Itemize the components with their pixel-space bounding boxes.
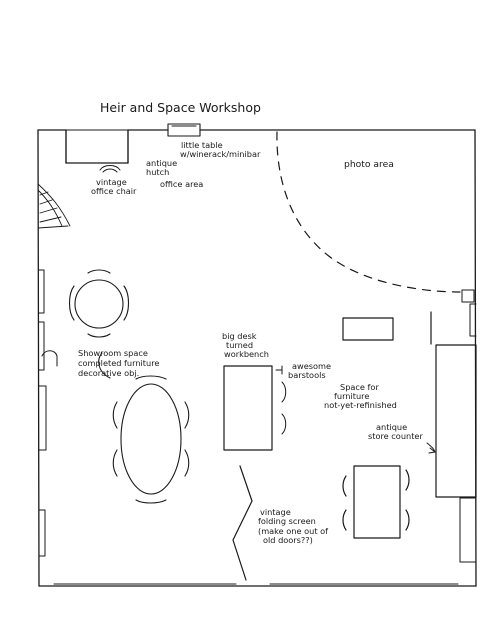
oval-table [112, 375, 190, 504]
east-windows [459, 303, 477, 563]
unfinished-space-label: Space for furniture not-yet-refinished [324, 382, 397, 410]
arrow-icons [98, 352, 436, 454]
photo-area-label: photo area [344, 159, 394, 170]
staircase-icon [37, 183, 71, 229]
folding-screen-label: vintage folding screen (make one out of … [258, 507, 331, 545]
photo-area-boundary [276, 131, 461, 293]
antique-hutch [65, 129, 129, 164]
little-table [167, 123, 201, 137]
small-bench [342, 317, 394, 341]
round-table [68, 269, 130, 338]
store-counter [430, 311, 477, 498]
workbench-label: big desk turned workbench [222, 331, 269, 359]
plan-title: Heir and Space Workshop [100, 100, 261, 115]
showroom-label: Showroom space completed furniture decor… [78, 348, 162, 378]
refinish-table [342, 465, 410, 539]
workbench [223, 365, 273, 451]
barstools-label: awesome barstools [288, 361, 334, 380]
office-area-label: office area [160, 179, 203, 189]
store-counter-label: antique store counter [368, 422, 423, 441]
antique-hutch-label: antique hutch [146, 158, 180, 177]
wall-post [461, 289, 475, 303]
little-table-label: little table w/winerack/minibar [180, 140, 261, 159]
office-chair-label: vintage office chair [91, 177, 137, 196]
office-chair-icon [99, 165, 121, 173]
folding-screen [232, 465, 253, 581]
west-windows [38, 269, 47, 557]
barstools-icon [275, 365, 287, 435]
west-door-icon [41, 350, 58, 367]
